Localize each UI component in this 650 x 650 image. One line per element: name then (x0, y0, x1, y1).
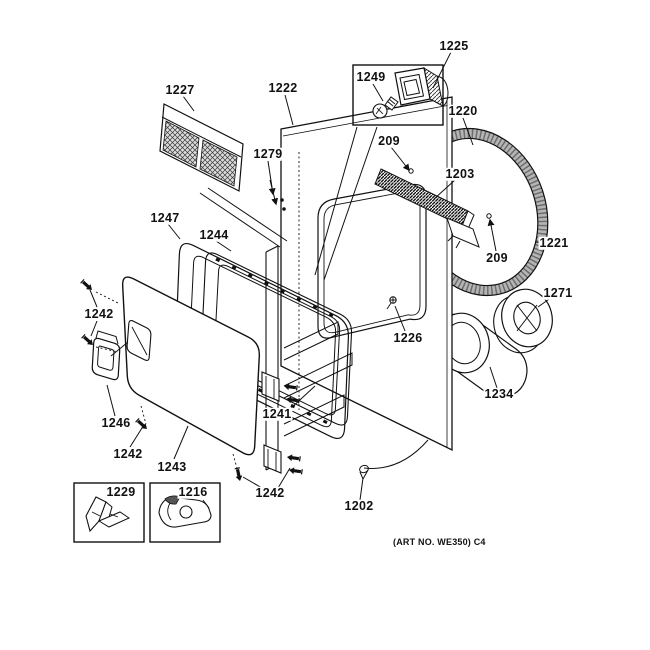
front-panel (280, 96, 453, 452)
part-label-1221: 1221 (538, 235, 570, 250)
heater-duct (374, 168, 492, 249)
hinge-column (261, 245, 282, 474)
lint-filter-grille (159, 103, 244, 192)
door-outer-panel (121, 276, 261, 456)
part-label-1220: 1220 (447, 103, 479, 118)
bottom-screw (359, 464, 369, 480)
door-handle (91, 330, 121, 381)
part-label-1243: 1243 (156, 459, 188, 474)
part-label-1241: 1241 (261, 406, 293, 421)
part-label-1222: 1222 (267, 80, 299, 95)
door-switch (394, 66, 449, 107)
part-label-1279: 1279 (252, 146, 284, 161)
exhaust-duct-ring (493, 288, 553, 354)
part-label-1202: 1202 (343, 498, 375, 513)
part-label-1234: 1234 (483, 386, 515, 401)
screws (79, 278, 397, 483)
door-gasket-frame (174, 243, 350, 439)
part-label-1249: 1249 (355, 69, 387, 84)
part-label-209-a: 209 (377, 133, 401, 148)
door-switch-inset-box (352, 64, 449, 126)
part-label-1271: 1271 (542, 285, 574, 300)
drum-lamp-bulb (372, 96, 399, 119)
part-label-1246: 1246 (100, 415, 132, 430)
inset-box-clip (149, 482, 221, 543)
inner-door-frame (200, 252, 353, 429)
inset-box-door-catch (73, 482, 145, 543)
panel-screw (386, 296, 397, 310)
part-label-1242-a: 1242 (83, 306, 115, 321)
art-number-footnote: (ART NO. WE350) C4 (393, 537, 486, 547)
part-label-1229: 1229 (105, 484, 137, 499)
leader-lines (89, 51, 553, 501)
part-label-1227: 1227 (164, 82, 196, 97)
part-label-1226: 1226 (392, 330, 424, 345)
part-label-1203: 1203 (444, 166, 476, 181)
part-label-1216: 1216 (177, 484, 209, 499)
part-label-1242-b: 1242 (112, 446, 144, 461)
part-label-209-b: 209 (485, 250, 509, 265)
part-label-1242-c: 1242 (254, 485, 286, 500)
part-label-1244: 1244 (198, 227, 230, 242)
part-label-1247: 1247 (149, 210, 181, 225)
part-label-1225: 1225 (438, 38, 470, 53)
